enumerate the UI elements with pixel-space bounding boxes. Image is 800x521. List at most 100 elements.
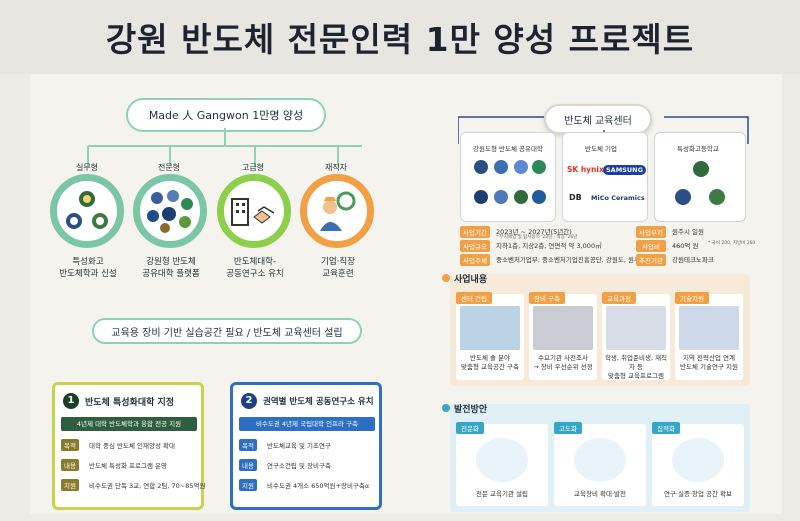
business-card-tag: 장비 구축: [529, 292, 565, 304]
category-desc-employee: 기업·직장 교육훈련: [321, 257, 355, 279]
business-card-text: 반도체 솔 분야 맞춤형 교육공간 구축: [461, 354, 519, 371]
row-text: 연구소건립 및 장비구축: [267, 462, 331, 470]
highschool-emblems-icon: [675, 161, 725, 205]
row-text: 비수도권 4개소 650억원+장비구축α: [267, 482, 370, 490]
row-tag: 내용: [239, 459, 257, 471]
row-tag: 목적: [239, 439, 257, 451]
tree-connector: [87, 128, 362, 166]
samsung-logo: SAMSUNG: [603, 165, 646, 175]
row-tag: 목적: [61, 439, 79, 451]
business-title: 사업내용: [454, 275, 488, 285]
semiconductor-company-panel: 반도체 기업 SK hynix SAMSUNG DB MiCo Ceramics: [562, 132, 648, 222]
info-tag: 사업주체: [460, 254, 490, 266]
worker-gear-icon: [300, 174, 374, 248]
school-logos-icon: [50, 174, 124, 248]
highschool-panel-title: 특성화고등학교: [677, 145, 719, 153]
business-card-tag: 교육과정: [602, 292, 636, 304]
business-card-tag: 센터 건립: [456, 292, 492, 304]
shared-university-panel: 강원도형 반도체 공유대학: [460, 132, 556, 222]
development-card-text: 연구·실증·창업 공간 확보: [663, 490, 733, 498]
business-card-tag: 기술지원: [675, 292, 709, 304]
title-bar: 강원 반도체 전문인력 1만 양성 프로젝트: [0, 0, 800, 74]
business-card-photo: [679, 306, 739, 350]
building-handshake-icon: [217, 174, 291, 248]
info-tag: 사업기간: [460, 226, 490, 238]
box1-subtitle: 4년제 대학 반도체학과 융합 전공 지원: [61, 417, 197, 431]
company-panel-title: 반도체 기업: [585, 145, 617, 153]
development-card-tag: 집적화: [652, 422, 680, 434]
info-tag: 사업부지: [636, 226, 666, 238]
row-tag: 지원: [61, 479, 79, 491]
row-text: 대학 중심 반도체 인재양성 확대: [89, 442, 176, 450]
category-label-employee: 재직자: [324, 163, 348, 172]
row-text: 비수도권 단독 3교, 연합 2팀, 70~85억원: [89, 482, 206, 490]
development-card-tag: 고도화: [554, 422, 582, 434]
mico-ceramics-logo: MiCo Ceramics: [591, 194, 645, 202]
shared-university-title: 강원도형 반도체 공유대학: [473, 145, 543, 153]
row-tag: 지원: [239, 479, 257, 491]
city-buildings-icon: [672, 438, 724, 482]
education-center-banner: 교육용 장비 기반 실습공간 필요 / 반도체 교육센터 설립: [92, 318, 362, 344]
ai-microscope-icon: [574, 438, 626, 482]
row-text: 반도체교육 및 기초연구: [267, 442, 331, 450]
info-value: 중소벤처기업부, 중소벤처기업진흥공단, 강원도, 원주시: [496, 256, 646, 264]
info-note: * 국비 200, 지방비 260: [708, 241, 756, 246]
business-card-text: 수요기관 사전조사 → 장비 우선순위 선정: [533, 354, 593, 371]
info-tag: 추진기관: [636, 254, 666, 266]
university-emblems-icon: [474, 160, 546, 204]
box1-title: 반도체 특성화대학 지정: [85, 398, 175, 408]
development-card-text: 교육장비 확대·발전: [574, 490, 626, 498]
development-card-tag: 전문화: [456, 422, 484, 434]
research-institute-box: 2 권역별 반도체 공동연구소 유치 비수도권 4년제 국립대학 인프라 구축 …: [230, 382, 382, 510]
category-desc-practical: 특성화고 반도체학과 신설: [59, 257, 117, 279]
development-title: 발전방안: [454, 405, 488, 415]
business-card-photo: [606, 306, 666, 350]
info-tag: 사업비: [636, 240, 666, 252]
info-value: 지하1층, 지상2층, 연면적 약 3,000㎡: [496, 242, 602, 250]
business-card-text: 학생, 취업준비생, 재직자 등 맞춤형 교육프로그램: [604, 354, 668, 380]
business-card-photo: [460, 306, 520, 350]
row-tag: 내용: [61, 459, 79, 471]
category-desc-professional: 강원형 반도체 공유대학 플랫폼: [142, 257, 200, 279]
row-text: 반도체 특성화 프로그램 운영: [89, 462, 167, 470]
category-label-professional: 전문형: [157, 163, 181, 172]
development-card-text: 전문 교육기관 설립: [476, 490, 528, 498]
info-tag: 사업규모: [460, 240, 490, 252]
specialized-university-box: 1 반도체 특성화대학 지정 4년제 대학 반도체학과 융합 전공 지원 목적 대…: [52, 382, 206, 510]
info-value: 강원테크노파크: [672, 256, 714, 264]
education-center-banner-text: 교육용 장비 기반 실습공간 필요 / 반도체 교육센터 설립: [111, 327, 343, 339]
info-value: 2023년 ~ 2027년(5년간): [496, 228, 572, 236]
category-label-practical: 실무형: [75, 163, 99, 172]
development-bullet: [442, 404, 450, 412]
business-card-text: 지역 전략산업 연계 반도체 기술연구 지원: [680, 354, 738, 371]
box2-subtitle: 비수도권 4년제 국립대학 인프라 구축: [239, 417, 375, 431]
category-desc-advanced: 반도체대학- 공동연구소 유치: [226, 257, 284, 279]
info-value: 원주시 일원: [672, 228, 704, 236]
made-gangwon-banner: Made 人 Gangwon 1만명 양성: [126, 98, 326, 132]
box2-title: 권역별 반도체 공동연구소 유치: [263, 397, 374, 407]
certificate-icon: [476, 438, 528, 482]
box2-number-badge: 2: [241, 393, 257, 409]
info-note: * 부지매입 및 탐사용역 '23년 · 착공 '26년: [496, 235, 578, 240]
education-center-title: 반도체 교육센터: [544, 104, 652, 134]
page-title: 강원 반도체 전문인력 1만 양성 프로젝트: [105, 20, 695, 59]
info-value: 460억 원: [672, 242, 699, 250]
made-gangwon-banner-text: Made 人 Gangwon 1만명 양성: [148, 109, 304, 122]
business-bullet: [442, 274, 450, 282]
university-logos-icon: [133, 174, 207, 248]
business-card-photo: [533, 306, 593, 350]
category-label-advanced: 고급형: [241, 163, 265, 172]
db-logo: DB: [569, 193, 582, 202]
sk-hynix-logo: SK hynix: [567, 165, 604, 174]
specialized-highschool-panel: 특성화고등학교: [654, 132, 746, 222]
box1-number-badge: 1: [63, 393, 79, 409]
education-center-title-text: 반도체 교육센터: [564, 115, 632, 127]
